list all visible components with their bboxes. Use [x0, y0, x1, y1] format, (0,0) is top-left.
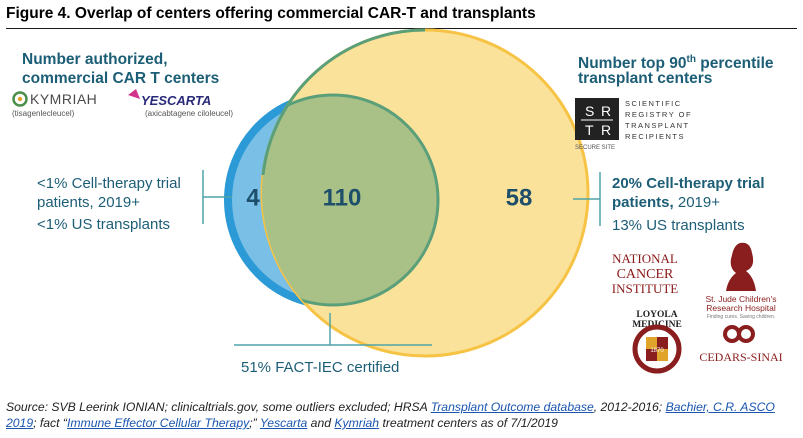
- source-footnote: Source: SVB Leerink IONIAN; clinicaltria…: [6, 400, 775, 430]
- link-immune-effector-cellular-therapy[interactable]: Immune Effector Cellular Therapy: [67, 416, 250, 430]
- svg-text:(tisagenlecleucel): (tisagenlecleucel): [12, 109, 75, 118]
- svg-text:St. Jude Children's: St. Jude Children's: [705, 294, 776, 304]
- svg-text:S: S: [585, 103, 594, 119]
- right-header-line2: transplant centers: [578, 70, 713, 87]
- link-yescarta[interactable]: Yescarta: [259, 416, 308, 430]
- yescarta-logo: YESCARTA (axicabtagene ciloleucel): [128, 89, 233, 118]
- overlap-count: 110: [323, 184, 362, 211]
- svg-text:CANCER: CANCER: [617, 267, 674, 282]
- link-bachier-asco[interactable]: Bachier, C.R. ASCO 2019: [6, 400, 775, 430]
- svg-text:NATIONAL: NATIONAL: [612, 251, 678, 266]
- svg-text:Finding cures. Saving children: Finding cures. Saving children.: [707, 314, 775, 320]
- fact-iec-label: 51% FACT-IEC certified: [241, 359, 400, 376]
- kymriah-logo: KYMRIAH (tisagenlecleucel): [12, 91, 97, 118]
- svg-text:(axicabtagene ciloleucel): (axicabtagene ciloleucel): [145, 109, 233, 118]
- nci-logo: NATIONAL CANCER INSTITUTE: [612, 251, 678, 296]
- right-stat2: 13% US transplants: [612, 217, 745, 234]
- svg-text:CEDARS-SINAI: CEDARS-SINAI: [699, 350, 782, 364]
- left-only-count: 4: [246, 184, 260, 211]
- svg-text:LOYOLA: LOYOLA: [636, 310, 677, 320]
- svg-text:1870: 1870: [650, 348, 664, 354]
- left-stat1-line2: patients, 2019+: [37, 194, 141, 211]
- st-jude-logo: St. Jude Children's Research Hospital Fi…: [705, 242, 777, 320]
- svg-text:T: T: [585, 122, 594, 138]
- venn-diagram: 4 110 58 KYMRIAH (tisagenlecleucel) YESC…: [12, 28, 783, 374]
- svg-text:SECURE SITE: SECURE SITE: [575, 145, 615, 151]
- svg-text:REGISTRY OF: REGISTRY OF: [625, 110, 692, 119]
- right-header-line1: Number top 90th percentile: [578, 54, 774, 73]
- svg-text:R: R: [601, 103, 611, 119]
- loyola-logo: LOYOLA MEDICINE 1870: [632, 310, 682, 374]
- title-divider: [6, 28, 797, 29]
- right-stat1-line1: 20% Cell-therapy trial: [612, 175, 765, 192]
- left-stat1-line1: <1% Cell-therapy trial: [37, 175, 181, 192]
- svg-text:INSTITUTE: INSTITUTE: [612, 281, 678, 296]
- left-header-line2: commercial CAR T centers: [22, 70, 220, 87]
- svg-text:TRANSPLANT: TRANSPLANT: [625, 121, 690, 130]
- svg-text:RECIPIENTS: RECIPIENTS: [625, 132, 685, 141]
- left-stat2: <1% US transplants: [37, 216, 170, 233]
- left-header-line1: Number authorized,: [22, 51, 168, 68]
- right-only-count: 58: [506, 184, 533, 211]
- overlap-region: [262, 95, 438, 305]
- svg-text:YESCARTA: YESCARTA: [141, 93, 211, 108]
- srtr-logo: S R T R SCIENTIFIC REGISTRY OF TRANSPLAN…: [575, 98, 692, 151]
- svg-text:KYMRIAH: KYMRIAH: [30, 91, 97, 107]
- left-bracket: [202, 170, 232, 224]
- right-stat1-line2: patients, 2019+: [612, 194, 720, 211]
- right-bracket: [573, 172, 601, 226]
- cedars-sinai-logo: CEDARS-SINAI: [699, 325, 783, 364]
- link-transplant-outcome-database[interactable]: Transplant Outcome database: [430, 400, 594, 414]
- svg-text:R: R: [601, 122, 611, 138]
- svg-text:Research Hospital: Research Hospital: [706, 303, 776, 313]
- svg-text:SCIENTIFIC: SCIENTIFIC: [625, 99, 682, 108]
- bottom-bracket: [234, 313, 432, 346]
- figure-title: Figure 4. Overlap of centers offering co…: [6, 5, 536, 22]
- link-kymriah[interactable]: Kymriah: [334, 416, 380, 430]
